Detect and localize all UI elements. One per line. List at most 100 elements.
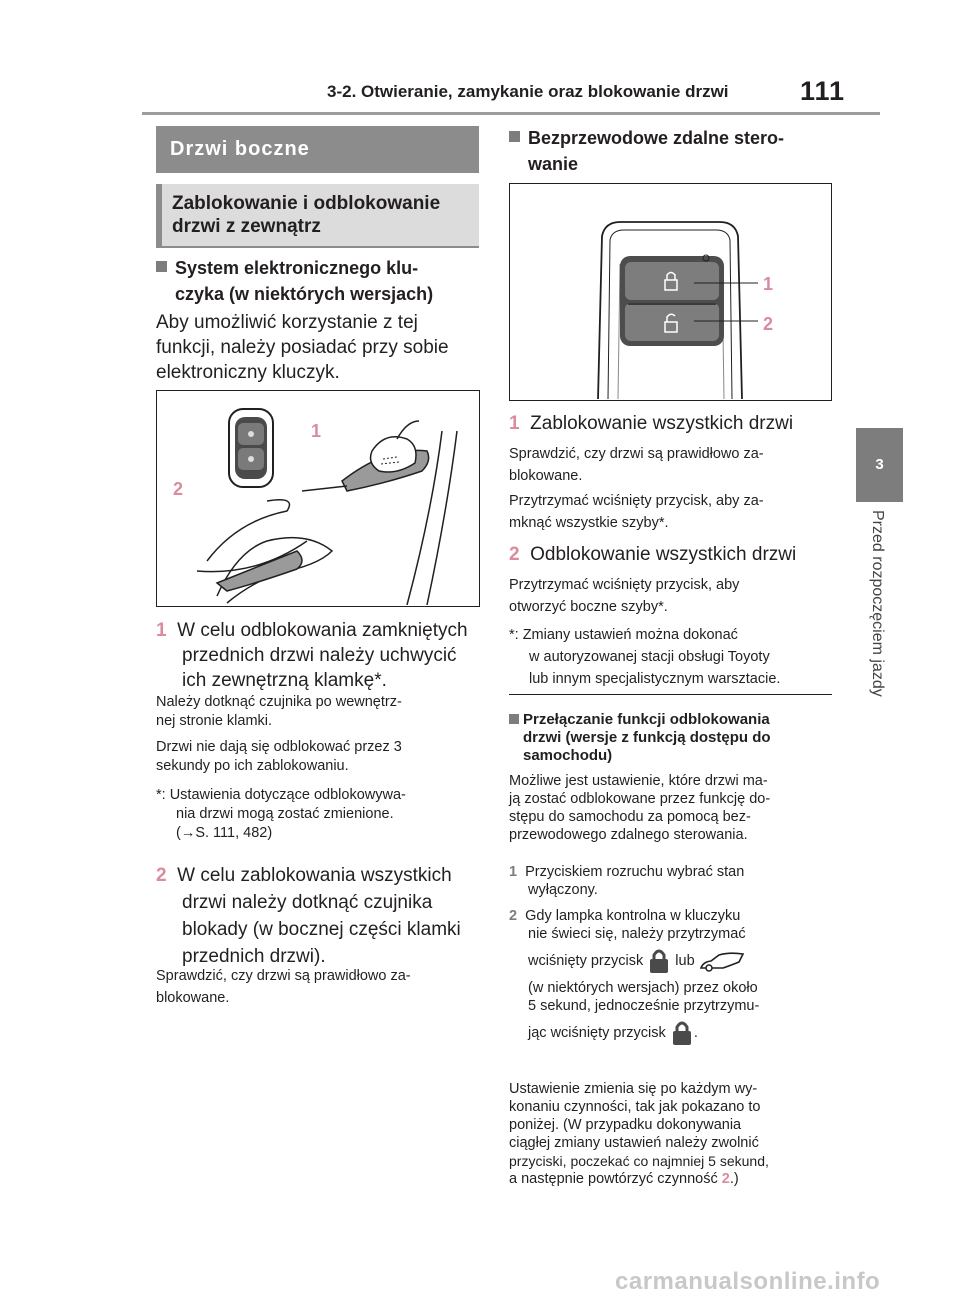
lock-icon — [650, 949, 669, 974]
note-line: Przytrzymać wciśnięty przycisk, aby za- — [509, 493, 764, 509]
figure-key-fob: 1 2 — [509, 183, 832, 401]
body-line: Ustawienie zmienia się po każdym wy- — [509, 1081, 758, 1097]
header-title: 3-2. Otwieranie, zamykanie oraz blokowan… — [327, 82, 729, 101]
sub-step2-text: . — [693, 1025, 698, 1041]
bullet-unlock-switching: Przełączanie funkcji odblokowania drzwi … — [509, 711, 839, 765]
step2-line: W celu zablokowania wszystkich — [177, 865, 452, 886]
subsection-title-line2: drzwi z zewnątrz — [172, 216, 321, 237]
footnote-line: lub innym specjalistycznym warsztacie. — [529, 671, 781, 687]
bullet-wireless-line1: Bezprzewodowe zdalne stero- — [528, 128, 785, 148]
item2-number: 2 — [509, 544, 520, 565]
subsection-title-line1: Zablokowanie i odblokowanie — [172, 193, 441, 214]
door-handle-illustration: 1 2 — [173, 408, 458, 606]
footnote-divider — [509, 694, 832, 695]
sub-step2-number: 2 — [509, 908, 518, 924]
sub-step1: 1 Przyciskiem rozruchu wybrać stan wyłąc… — [509, 863, 839, 899]
chapter-side-text: Przed rozpoczęciem jazdy — [869, 510, 886, 697]
note-line: sekundy po ich zablokowaniu. — [156, 758, 349, 774]
item1-title-text: Zablokowanie wszystkich drzwi — [530, 413, 794, 434]
sub-step2-line: (w niektórych wersjach) przez około — [528, 980, 758, 996]
bullet-smart-key: System elektronicznego klu- czyka (w nie… — [156, 255, 486, 307]
step1-footnote: *: Ustawienia dotyczące odblokowywa- nia… — [156, 786, 486, 843]
intro-line: elektroniczny kluczyk. — [156, 362, 340, 383]
body2: Ustawienie zmienia się po każdym wy- kon… — [509, 1080, 844, 1188]
bullet-square-icon — [509, 714, 519, 724]
section-title: Drzwi boczne — [156, 126, 479, 173]
body-line: ciągłej zmiany ustawień należy zwolnić — [509, 1135, 759, 1151]
note-line: Przytrzymać wciśnięty przycisk, aby — [509, 577, 740, 593]
item2-footnote: *: Zmiany ustawień można dokonać w autor… — [509, 624, 839, 690]
subsection-divider — [156, 246, 479, 248]
intro-line: Aby umożliwić korzystanie z tej — [156, 312, 418, 333]
item1-note2: Przytrzymać wciśnięty przycisk, aby za- … — [509, 490, 839, 534]
step1-note2: Drzwi nie dają się odblokować przez 3 se… — [156, 738, 486, 776]
body-line: Możliwe jest ustawienie, które drzwi ma- — [509, 773, 768, 789]
sub-step2: 2 Gdy lampka kontrolna w kluczyku nie św… — [509, 907, 839, 1051]
note-line: Drzwi nie dają się odblokować przez 3 — [156, 739, 402, 755]
item2-note: Przytrzymać wciśnięty przycisk, aby otwo… — [509, 574, 839, 618]
sub-step2-line: 5 sekund, jednocześnie przytrzymu- — [528, 998, 760, 1014]
item1-title: 1 Zablokowanie wszystkich drzwi — [509, 411, 839, 436]
body-line: ją zostać odblokowane przez funkcję do- — [509, 791, 771, 807]
sub-step2-line-with-icon: jąc wciśnięty przycisk . — [509, 1015, 839, 1051]
intro-paragraph: Aby umożliwić korzystanie z tej funkcji,… — [156, 310, 486, 385]
note-line: blokowane. — [156, 990, 230, 1006]
step1-note1: Należy dotknąć czujnika po wewnętrz- nej… — [156, 693, 486, 731]
note-line: Sprawdzić, czy drzwi są prawidłowo za- — [156, 968, 411, 984]
note-line: Należy dotknąć czujnika po wewnętrz- — [156, 694, 402, 710]
figure-label-1: 1 — [763, 274, 773, 294]
step2-number: 2 — [156, 865, 167, 886]
page-number: 111 — [800, 76, 846, 106]
figure-label-2: 2 — [173, 479, 183, 499]
sub-step1-line: Przyciskiem rozruchu wybrać stan — [525, 864, 745, 880]
bullet-square-icon — [509, 131, 520, 142]
step1-line: ich zewnętrzną klamkę*. — [182, 670, 387, 691]
bullet-wireless-line2: wanie — [528, 154, 579, 174]
step1: 1 W celu odblokowania zamkniętych przedn… — [156, 618, 512, 693]
figure-door-handle: 1 2 — [156, 390, 480, 607]
body-line: przyciski, poczekać co najmniej 5 sekund… — [509, 1153, 769, 1169]
sub-step1-number: 1 — [509, 864, 518, 880]
figure-label-2: 2 — [763, 314, 773, 334]
item2-title: 2 Odblokowanie wszystkich drzwi — [509, 542, 839, 567]
step1-line: przednich drzwi należy uchwycić — [182, 645, 457, 666]
bullet3-line: drzwi (wersje z funkcją dostępu do — [523, 729, 771, 746]
body-text: .) — [729, 1171, 739, 1187]
sub-step2-line: Gdy lampka kontrolna w kluczyku — [525, 908, 741, 924]
sub-step2-line-with-icons: wciśnięty przycisk lub — [509, 943, 839, 979]
step1-line: W celu odblokowania zamkniętych — [177, 620, 468, 641]
item1-number: 1 — [509, 413, 520, 434]
note-line: Sprawdzić, czy drzwi są prawidłowo za- — [509, 446, 764, 462]
sub-step2-text: jąc wciśnięty przycisk — [528, 1025, 666, 1041]
figure-label-1: 1 — [311, 421, 321, 441]
footnote-page-link[interactable]: (→S. 111, 482) — [176, 825, 273, 841]
body1: Możliwe jest ustawienie, które drzwi ma-… — [509, 772, 839, 844]
item1-note1: Sprawdzić, czy drzwi są prawidłowo za- b… — [509, 443, 839, 487]
chapter-side-label: Przed rozpoczęciem jazdy — [866, 510, 894, 760]
intro-line: funkcji, należy posiadać przy sobie — [156, 337, 449, 358]
key-fob-illustration: 1 2 — [597, 221, 773, 400]
chapter-tab: 3 — [856, 428, 903, 502]
bullet3-line: samochodu) — [523, 747, 613, 764]
bullet-wireless-remote: Bezprzewodowe zdalne stero- wanie — [509, 125, 839, 177]
footnote-line: nia drzwi mogą zostać zmienione. — [176, 806, 394, 822]
bullet-smart-key-line1: System elektronicznego klu- — [175, 258, 419, 278]
step2-line: drzwi należy dotknąć czujnika — [182, 892, 433, 913]
bullet-smart-key-line2: czyka (w niektórych wersjach) — [175, 284, 434, 304]
footnote-line: *: Ustawienia dotyczące odblokowywa- — [156, 787, 406, 803]
body-line: poniżej. (W przypadku dokonywania — [509, 1117, 742, 1133]
step1-number: 1 — [156, 620, 167, 641]
body-line: stępu do samochodu za pomocą bez- — [509, 809, 751, 825]
step2-line: blokady (w bocznej części klamki — [182, 919, 461, 940]
note-line: blokowane. — [509, 468, 583, 484]
subsection-title: Zablokowanie i odblokowanie drzwi z zewn… — [156, 184, 479, 246]
step2: 2 W celu zablokowania wszystkich drzwi n… — [156, 862, 512, 970]
note-line: otworzyć boczne szyby*. — [509, 599, 668, 615]
trunk-icon — [699, 952, 744, 972]
body-line: przewodowego zdalnego sterowania. — [509, 827, 748, 843]
header-divider — [142, 112, 880, 115]
footnote-line: w autoryzowanej stacji obsługi Toyoty — [529, 649, 770, 665]
bullet-square-icon — [156, 261, 167, 272]
sub-step2-text: lub — [675, 953, 695, 969]
lock-icon — [672, 1021, 691, 1046]
